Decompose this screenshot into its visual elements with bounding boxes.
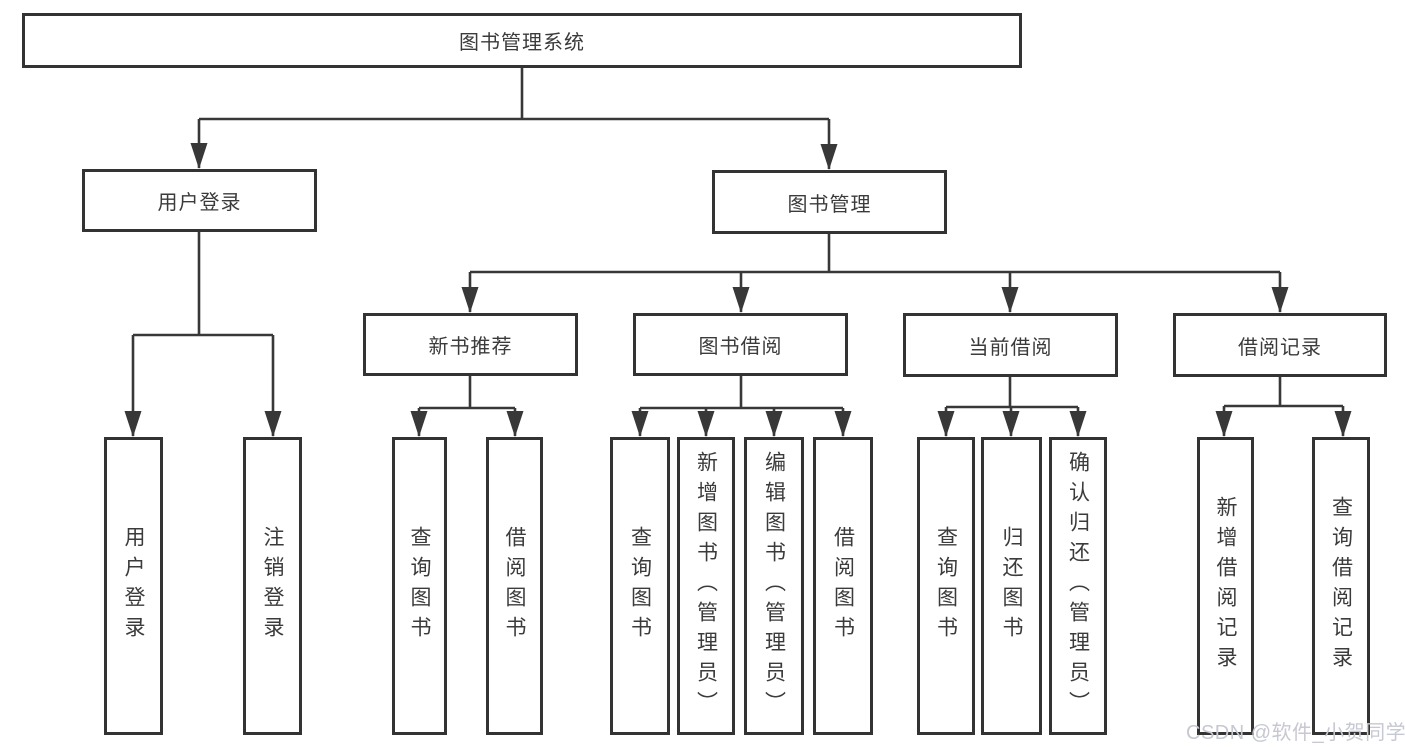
node-label: 归还图书 (1000, 526, 1023, 646)
node-label: 图书管理系统 (459, 32, 585, 54)
node-library-management-system: 图书管理系统 (22, 13, 1022, 68)
node-confirm-return-admin: 确认归还（管理员） (1049, 437, 1107, 735)
node-label: 确认归还（管理员） (1066, 451, 1090, 721)
node-user-login-leaf: 用户登录 (104, 437, 163, 735)
node-query-borrow-record: 查询借阅记录 (1312, 437, 1370, 735)
node-label: 新增图书（管理员） (694, 451, 718, 721)
node-user-login: 用户登录 (82, 169, 317, 232)
node-query-books-under-recommend: 查询图书 (392, 437, 447, 735)
node-query-books-under-current: 查询图书 (917, 437, 975, 735)
node-label: 用户登录 (157, 192, 242, 214)
node-borrow-records: 借阅记录 (1173, 313, 1387, 377)
node-label: 查询图书 (628, 526, 652, 646)
node-new-book-recommend: 新书推荐 (363, 313, 578, 376)
node-label: 新增借阅记录 (1214, 496, 1237, 676)
node-borrow-books-leaf: 借阅图书 (813, 437, 873, 735)
node-book-management: 图书管理 (712, 170, 947, 234)
node-borrow-books-under-recommend: 借阅图书 (486, 437, 543, 735)
node-label: 图书管理 (787, 193, 872, 216)
node-add-borrow-record: 新增借阅记录 (1197, 437, 1254, 735)
node-return-books: 归还图书 (981, 437, 1042, 735)
node-label: 用户登录 (122, 526, 145, 646)
node-label: 新书推荐 (428, 336, 513, 358)
node-label: 借阅记录 (1238, 336, 1322, 359)
node-query-books-under-borrowing: 查询图书 (610, 437, 670, 735)
node-edit-books-admin: 编辑图书（管理员） (744, 437, 804, 735)
csdn-watermark: CSDN @软件_小贺同学 (1186, 722, 1405, 744)
node-current-borrowing: 当前借阅 (903, 313, 1118, 377)
node-label: 借阅图书 (503, 526, 526, 646)
node-book-borrowing: 图书借阅 (633, 313, 848, 376)
node-add-books-admin: 新增图书（管理员） (677, 437, 735, 735)
node-label: 借阅图书 (831, 526, 855, 646)
node-logout-leaf: 注销登录 (243, 437, 302, 735)
node-label: 当前借阅 (968, 336, 1053, 359)
node-label: 编辑图书（管理员） (762, 451, 786, 721)
node-label: 查询图书 (934, 526, 958, 646)
node-label: 图书借阅 (698, 336, 783, 358)
node-label: 查询图书 (408, 526, 431, 646)
node-label: 查询借阅记录 (1329, 496, 1353, 676)
node-label: 注销登录 (261, 526, 284, 646)
